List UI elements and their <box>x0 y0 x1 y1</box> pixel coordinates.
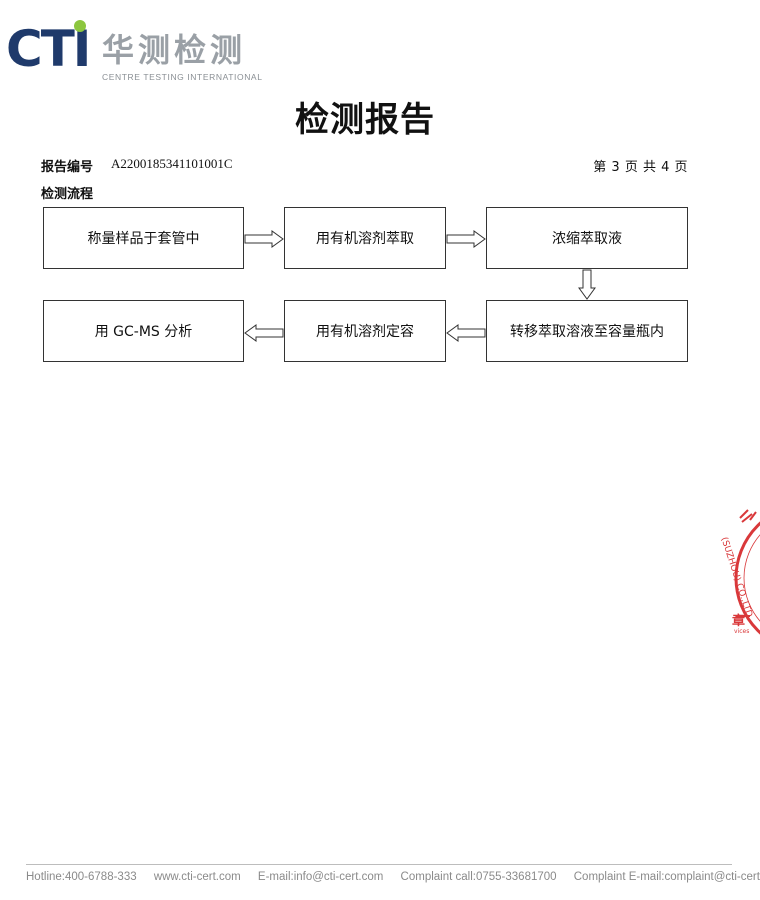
footer-email[interactable]: E-mail:info@cti-cert.com <box>257 871 384 883</box>
flow-step-label: 转移萃取溶液至容量瓶内 <box>510 324 664 340</box>
page-title: 检测报告 <box>295 100 435 140</box>
report-number-label: 报告编号 <box>41 160 94 175</box>
flow-step-dilute: 用有机溶剂定容 <box>284 300 446 362</box>
company-logo: CTI 华测检测 CENTRE TESTING INTERNATIONAL <box>6 10 266 82</box>
logo-brand: CTI <box>6 20 91 78</box>
page-info: 第 3 页 共 4 页 <box>593 160 688 175</box>
report-number: A2200185341101001C <box>111 156 233 171</box>
footer-divider <box>26 864 732 865</box>
logo-cn-name: 华测检测 <box>102 31 247 69</box>
flow-step-label: 称量样品于套管中 <box>87 231 200 247</box>
stamp-small-text: vices <box>734 628 750 635</box>
logo-en-name: CENTRE TESTING INTERNATIONAL <box>102 72 263 82</box>
footer: Hotline:400-6788-333 www.cti-cert.com E-… <box>26 871 760 883</box>
flow-step-concentrate: 浓缩萃取液 <box>486 207 688 269</box>
arrow-left-1 <box>446 324 486 342</box>
arrow-right-1 <box>244 230 284 248</box>
flow-step-extract: 用有机溶剂萃取 <box>284 207 446 269</box>
flow-step-label: 用有机溶剂萃取 <box>316 231 414 247</box>
arrow-down <box>578 269 596 300</box>
footer-complaint-call: Complaint call:0755-33681700 <box>400 871 557 883</box>
footer-hotline: Hotline:400-6788-333 <box>26 871 137 883</box>
arrow-left-2 <box>244 324 284 342</box>
flow-step-analyze: 用 GC-MS 分析 <box>43 300 244 362</box>
flow-step-transfer: 转移萃取溶液至容量瓶内 <box>486 300 688 362</box>
arrow-right-2 <box>446 230 486 248</box>
footer-website[interactable]: www.cti-cert.com <box>153 871 241 883</box>
section-title: 检测流程 <box>41 187 94 202</box>
flow-step-label: 用 GC-MS 分析 <box>94 324 193 340</box>
stamp-seal-char: 章 <box>732 614 746 629</box>
flow-step-label: 用有机溶剂定容 <box>316 324 414 340</box>
logo-dot <box>74 20 86 32</box>
flow-step-weigh: 称量样品于套管中 <box>43 207 244 269</box>
footer-complaint-email[interactable]: Complaint E-mail:complaint@cti-cert.com <box>573 871 760 883</box>
official-stamp: (SUZHOU) CO.,LTD. 章 vices <box>690 498 760 658</box>
flow-step-label: 浓缩萃取液 <box>552 231 622 247</box>
